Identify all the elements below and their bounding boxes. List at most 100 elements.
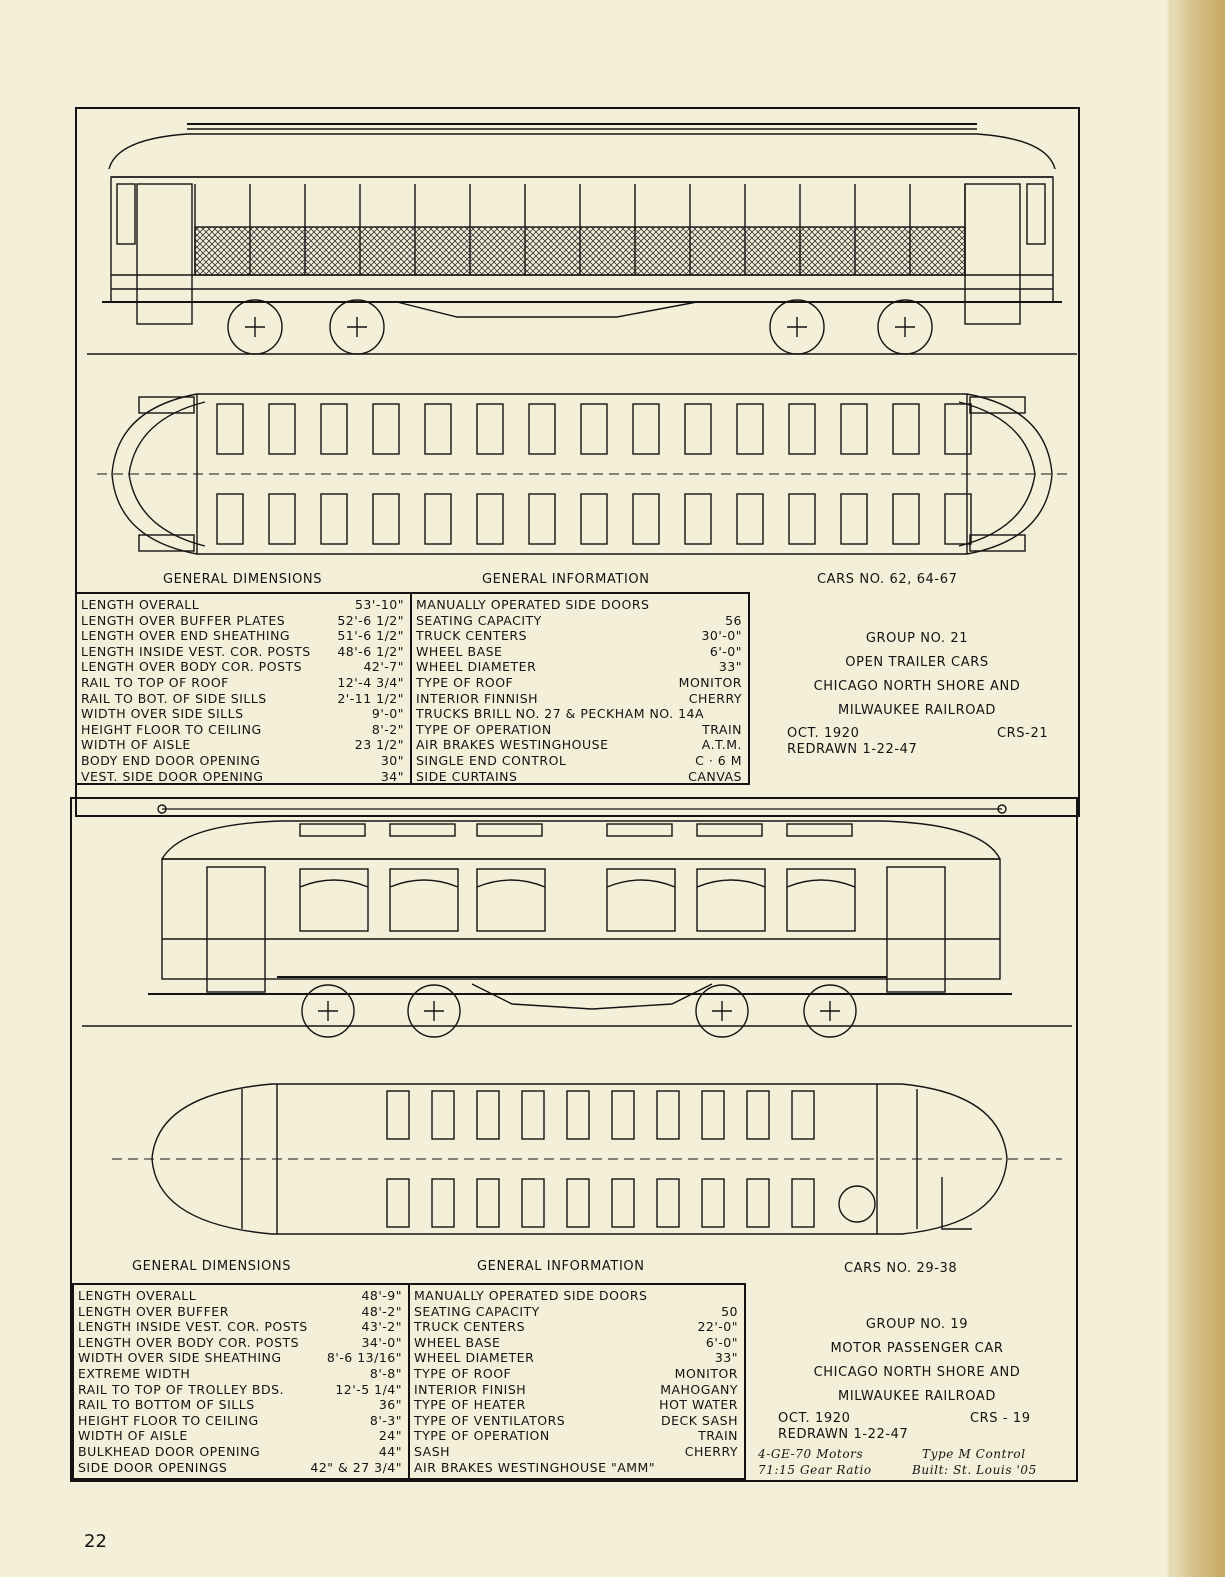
bottom-dimension-label: EXTREME WIDTH	[78, 1365, 191, 1381]
wheel-hub	[347, 317, 367, 337]
bottom-information-label: SASH	[414, 1443, 451, 1459]
bottom-information-label: MANUALLY OPERATED SIDE DOORS	[414, 1288, 648, 1303]
bottom-information-value: HOT WATER	[659, 1397, 738, 1413]
seat	[736, 403, 764, 455]
seat	[320, 493, 348, 545]
page-number: 22	[84, 1531, 107, 1552]
seat	[791, 1090, 815, 1140]
top-information-row: TRUCKS BRILL NO. 27 & PECKHAM NO. 14A	[412, 706, 748, 722]
seat	[684, 403, 712, 455]
top-information-value: CANVAS	[688, 768, 742, 784]
top-railroad-line1: CHICAGO NORTH SHORE AND	[813, 679, 1021, 694]
side-window	[476, 868, 546, 932]
bottom-cars-caption: CARS NO. 29-38	[844, 1261, 958, 1276]
bottom-information-label: WHEEL DIAMETER	[414, 1350, 535, 1366]
wheel-hub	[318, 1001, 338, 1021]
top-dimension-label: WIDTH OVER SIDE SILLS	[81, 706, 244, 722]
bottom-drawing-panel: GENERAL DIMENSIONS GENERAL INFORMATION C…	[70, 797, 1078, 1482]
bottom-dimension-label: LENGTH INSIDE VEST. COR. POSTS	[78, 1319, 308, 1335]
wheel	[329, 299, 385, 355]
wheel	[877, 299, 933, 355]
seat	[476, 493, 504, 545]
seat	[372, 493, 400, 545]
bottom-dimension-label: HEIGHT FLOOR TO CEILING	[78, 1412, 259, 1428]
top-dimension-value: 8'-2"	[371, 721, 404, 737]
top-date: OCT. 1920	[787, 726, 860, 741]
top-dimension-value: 48'-6 1/2"	[337, 643, 404, 659]
seat	[944, 403, 972, 455]
bottom-information-label: TYPE OF ROOF	[414, 1365, 512, 1381]
seat	[840, 493, 868, 545]
top-title-block: GROUP NO. 21 OPEN TRAILER CARS CHICAGO N…	[777, 627, 1057, 723]
wheel-hub	[712, 1001, 732, 1021]
seat	[788, 493, 816, 545]
top-information-label: TYPE OF ROOF	[416, 674, 514, 690]
wheel	[407, 984, 461, 1038]
top-information-label: TYPE OF OPERATION	[416, 721, 552, 737]
deck-sash	[389, 823, 456, 837]
seat	[268, 493, 296, 545]
seat	[580, 403, 608, 455]
seat	[656, 1090, 680, 1140]
top-railroad-line2: MILWAUKEE RAILROAD	[838, 703, 996, 718]
top-information-value: 56	[725, 612, 742, 628]
side-window	[696, 868, 766, 932]
window-arch	[606, 879, 676, 888]
top-dimension-label: LENGTH OVER BUFFER PLATES	[81, 612, 286, 628]
top-redrawn: REDRAWN 1-22-47	[787, 742, 918, 757]
top-information-value: 30'-0"	[701, 628, 742, 644]
seat	[736, 493, 764, 545]
side-window	[299, 868, 369, 932]
seat	[701, 1178, 725, 1228]
deck-sash	[786, 823, 853, 837]
seat	[566, 1178, 590, 1228]
wheel	[695, 984, 749, 1038]
bottom-dimension-label: RAIL TO TOP OF TROLLEY BDS.	[78, 1381, 284, 1397]
top-dimension-value: 51'-6 1/2"	[337, 628, 404, 644]
top-dimension-value: 52'-6 1/2"	[337, 612, 404, 628]
bottom-note-motors: 4-GE-70 Motors	[758, 1447, 864, 1461]
seat	[566, 1090, 590, 1140]
bottom-note-gear: 71:15 Gear Ratio	[758, 1463, 872, 1477]
seat	[611, 1178, 635, 1228]
bottom-note-built: Built: St. Louis '05	[912, 1463, 1037, 1477]
seat	[840, 403, 868, 455]
seat	[268, 403, 296, 455]
top-information-value: A.T.M.	[701, 737, 742, 753]
top-dimension-label: VEST. SIDE DOOR OPENING	[81, 768, 264, 784]
top-information-caption: GENERAL INFORMATION	[482, 572, 650, 587]
window-arch	[786, 879, 856, 888]
top-dimension-row: LENGTH OVER BUFFER PLATES 52'-6 1/2"	[77, 613, 410, 629]
top-dimension-label: HEIGHT FLOOR TO CEILING	[81, 721, 262, 737]
seat	[632, 493, 660, 545]
seat	[632, 403, 660, 455]
top-information-value: 6'-0"	[709, 643, 742, 659]
bottom-information-label: TRUCK CENTERS	[414, 1319, 525, 1335]
bottom-dimension-value: 42" & 27 3/4"	[310, 1459, 402, 1475]
bottom-dimension-label: BULKHEAD DOOR OPENING	[78, 1443, 261, 1459]
top-information-label: WHEEL DIAMETER	[416, 659, 537, 675]
bottom-dimension-value: 36"	[378, 1397, 402, 1413]
bottom-information-row: MANUALLY OPERATED SIDE DOORS	[410, 1288, 744, 1304]
seat	[684, 493, 712, 545]
seat	[320, 403, 348, 455]
bottom-dimension-label: LENGTH OVER BUFFER	[78, 1303, 229, 1319]
window-arch	[476, 879, 546, 888]
